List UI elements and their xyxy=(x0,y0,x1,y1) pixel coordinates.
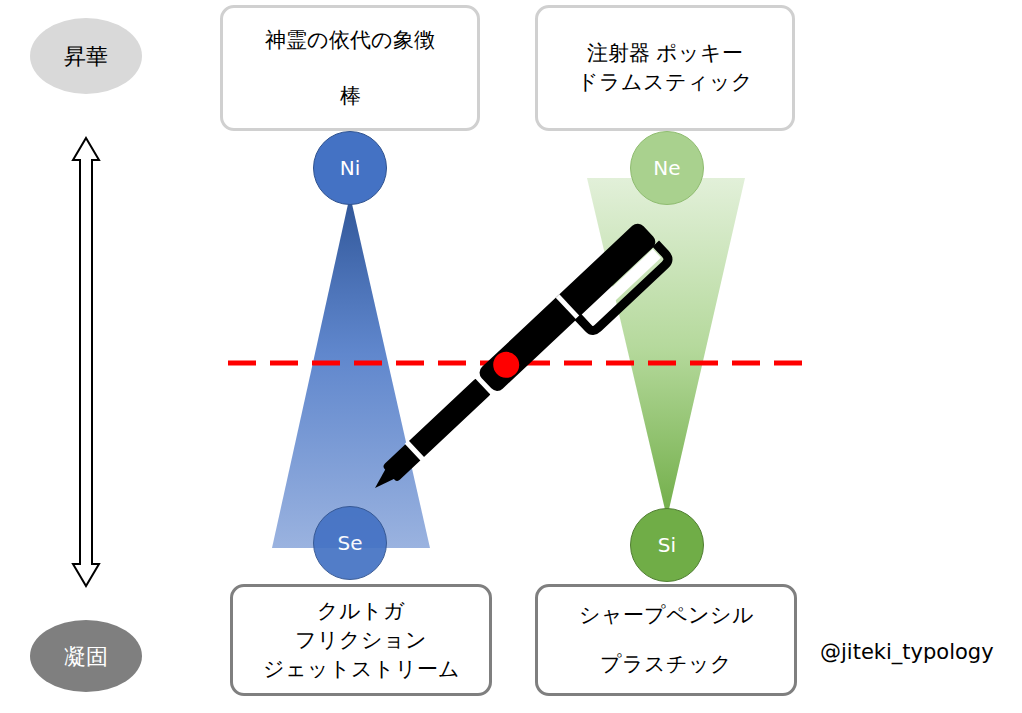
node-text: 凝固 xyxy=(64,642,108,671)
node-text: 昇華 xyxy=(64,42,108,71)
function-circle: Ne xyxy=(630,131,704,205)
function-circle: Si xyxy=(630,508,704,582)
blue-band xyxy=(272,195,430,548)
double-arrow xyxy=(73,138,99,586)
example-box: クルトガ フリクション ジェットストリーム xyxy=(230,584,492,696)
state-ellipse: 昇華 xyxy=(30,18,142,94)
green-band xyxy=(587,178,745,518)
node-text: シャープペンシル xyxy=(579,601,754,630)
node-text: Si xyxy=(658,531,676,560)
node-text: クルトガ フリクション ジェットストリーム xyxy=(263,597,460,684)
node-text: 棒 xyxy=(340,82,361,111)
watermark: @jiteki_typology xyxy=(820,640,994,664)
node-text: Ne xyxy=(653,154,680,183)
function-circle: Se xyxy=(313,506,387,580)
node-text: 注射器 ポッキー ドラムスティック xyxy=(577,39,753,97)
state-ellipse: 凝固 xyxy=(30,620,142,692)
function-circle: Ni xyxy=(313,131,387,205)
example-box: 神霊の依代の象徴棒 xyxy=(220,5,480,131)
node-text: Ni xyxy=(340,154,361,183)
node-text: プラスチック xyxy=(600,650,732,679)
example-box: 注射器 ポッキー ドラムスティック xyxy=(535,5,795,131)
node-text: 神霊の依代の象徴 xyxy=(265,26,435,55)
node-text: Se xyxy=(338,529,363,558)
example-box: シャープペンシルプラスチック xyxy=(535,584,797,696)
pen-icon xyxy=(365,220,673,514)
